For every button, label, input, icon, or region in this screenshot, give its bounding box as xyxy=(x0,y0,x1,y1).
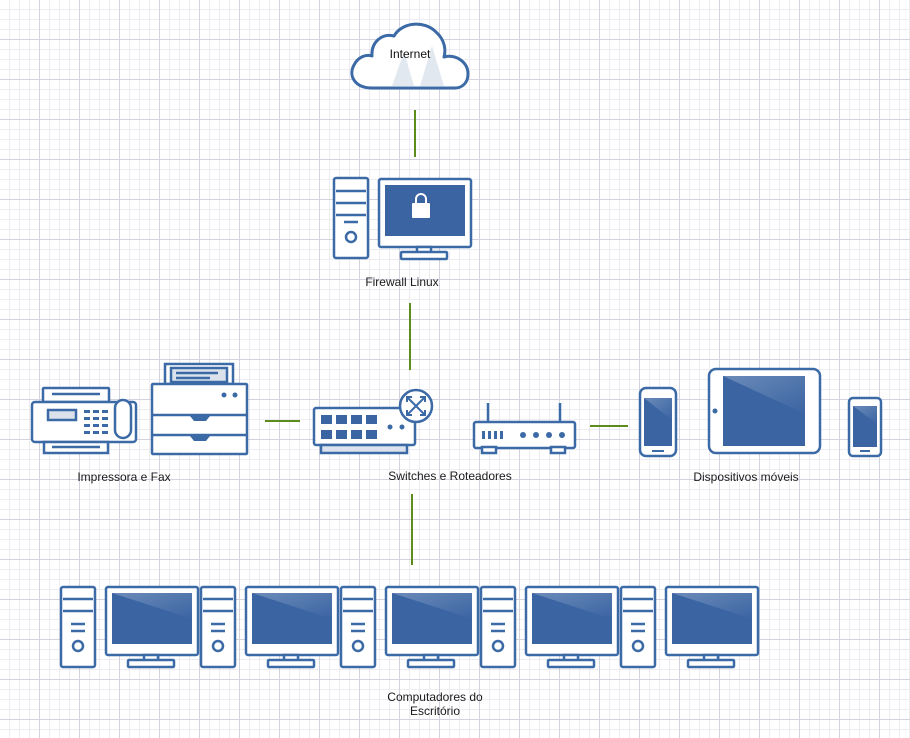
router-icon[interactable] xyxy=(472,403,577,455)
mobile-label: Dispositivos móveis xyxy=(693,470,799,484)
smartphone-icon[interactable] xyxy=(638,386,678,458)
router-arrows-icon xyxy=(398,388,434,424)
office-label-line2: Escritório xyxy=(409,704,460,718)
tablet-icon[interactable] xyxy=(707,367,822,455)
connectors xyxy=(265,110,628,565)
fax-icon[interactable] xyxy=(30,386,138,455)
desktop-computer-icon[interactable] xyxy=(479,585,620,669)
cloud-icon[interactable] xyxy=(350,22,470,90)
desktop-computer-icon[interactable] xyxy=(59,585,200,669)
switches-label: Switches e Roteadores xyxy=(388,469,512,483)
desktop-computer-icon[interactable] xyxy=(339,585,480,669)
network-switch-icon[interactable] xyxy=(312,406,417,455)
firewall-label: Firewall Linux xyxy=(365,275,439,289)
office-computers xyxy=(59,585,760,669)
desktop-computer-icon[interactable] xyxy=(199,585,340,669)
smartphone-small-icon[interactable] xyxy=(847,396,883,458)
office-label-line1: Computadores do xyxy=(387,690,483,704)
lock-icon xyxy=(412,193,430,218)
desktop-computer-icon[interactable] xyxy=(619,585,760,669)
firewall-workstation-icon[interactable] xyxy=(332,176,473,261)
printer-icon[interactable] xyxy=(150,362,249,456)
internet-label: Internet xyxy=(389,47,431,61)
printer-fax-label: Impressora e Fax xyxy=(77,470,171,484)
